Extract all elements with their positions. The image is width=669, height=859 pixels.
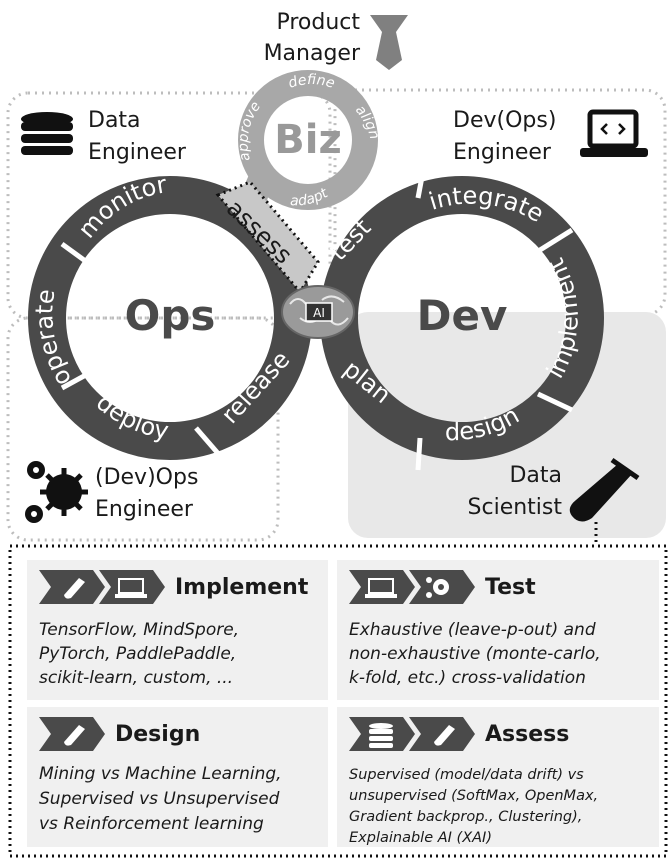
test-tube-icon [64, 578, 85, 599]
assess-band [215, 180, 320, 295]
biz-loop [238, 70, 378, 210]
laptop-code-icon [580, 109, 648, 157]
laptop-code-icon [365, 578, 397, 598]
method-panel-frame [8, 544, 668, 858]
database-icon [21, 112, 73, 155]
ai-label: AI [313, 306, 325, 320]
gears-icon [25, 461, 88, 523]
test-icons [349, 570, 475, 604]
design-body: Mining vs Machine Learning, Supervised v… [39, 764, 282, 834]
product-manager-line2: Manager [264, 41, 361, 66]
devops-engineer-line1: Dev(Ops) [453, 108, 556, 133]
test-tube-icon [64, 725, 85, 746]
data-engineer-line1: Data [88, 108, 141, 133]
data-engineer-region [6, 91, 332, 320]
product-manager-line1: Product [276, 10, 360, 35]
tie-icon [370, 15, 408, 70]
data-engineer-line2: Engineer [88, 140, 187, 165]
test-body: Exhaustive (leave-p-out) and non-exhaust… [349, 620, 601, 688]
implement-panel: Implement TensorFlow, MindSpore, PyTorch… [27, 560, 328, 700]
devops-engineer-region [333, 88, 667, 317]
assess-icons [349, 717, 475, 751]
test-tube-icon [434, 725, 455, 746]
implement-icons [39, 570, 165, 604]
implement-body: TensorFlow, MindSpore, PyTorch, PaddlePa… [39, 620, 240, 688]
ops-label: Ops [125, 291, 216, 340]
test-tube-icon [569, 457, 640, 522]
gears-icon [426, 577, 449, 598]
assess-title: Assess [485, 721, 570, 747]
dev-label: Dev [417, 291, 508, 340]
ops-engineer-line1: (Dev)Ops [95, 465, 198, 490]
data-scientist-line2: Scientist [468, 495, 563, 520]
design-panel: Design Mining vs Machine Learning, Super… [27, 707, 328, 847]
design-title: Design [115, 721, 201, 747]
laptop-code-icon [115, 578, 147, 598]
ops-engineer-line2: Engineer [95, 497, 194, 522]
assess-panel: Assess Supervised (model/data drift) vs … [337, 707, 659, 847]
test-panel: Test Exhaustive (leave-p-out) and non-ex… [337, 560, 659, 700]
test-title: Test [485, 574, 536, 600]
implement-title: Implement [175, 574, 309, 600]
biz-label: Biz [274, 117, 341, 163]
assess-body: Supervised (model/data drift) vs unsuper… [349, 767, 599, 846]
ops-engineer-region [6, 316, 280, 542]
biz-segment-define: define [286, 72, 336, 92]
devops-engineer-line2: Engineer [453, 140, 552, 165]
database-icon [369, 723, 393, 748]
design-icons [39, 717, 105, 751]
data-scientist-line1: Data [509, 463, 562, 488]
ai-brain-icon [281, 285, 355, 339]
